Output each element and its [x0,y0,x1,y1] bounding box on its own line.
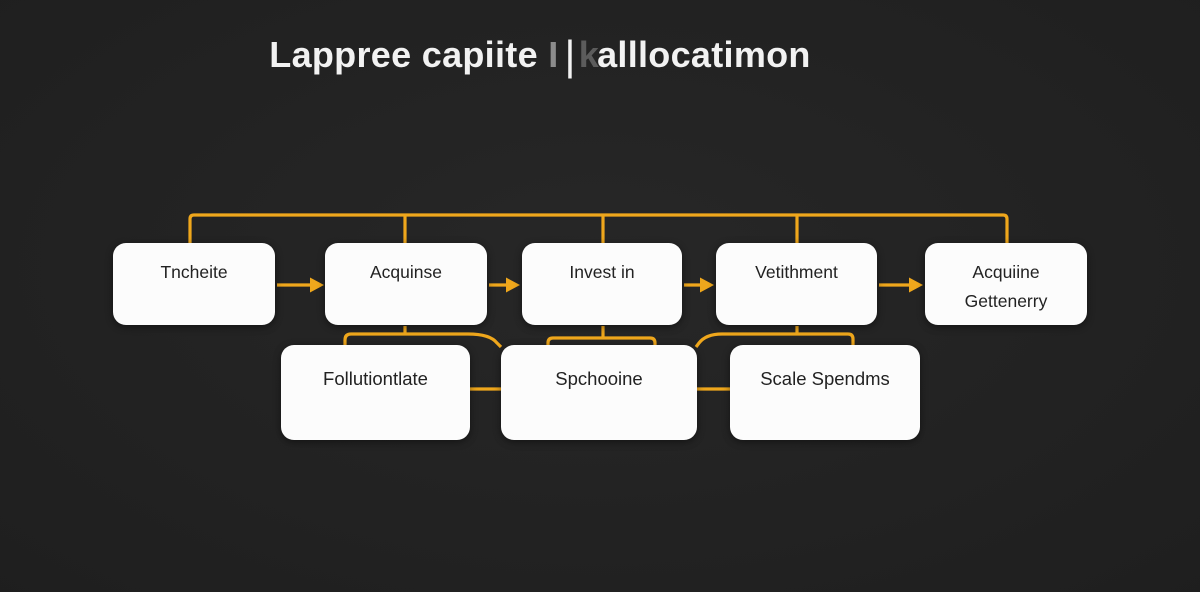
node-label: Spchooine [555,368,643,389]
page-title: Lappree capiite I|kalllocatimon [269,32,810,80]
arrowhead-2-3 [506,277,520,293]
arrowhead-3-4 [700,277,714,293]
node-label: Vetithment [755,262,838,282]
node-tncheite: Tncheite [113,243,275,325]
arrowhead-4-5 [909,277,923,293]
node-vetithment: Vetithment [716,243,877,325]
node-label: Acquinse [370,262,442,282]
top-bus-line [188,213,1009,244]
node-acquinse: Acquinse [325,243,487,325]
node-label: Invest in [569,262,635,282]
middle-bracket [546,336,657,347]
arrowhead-1-2 [310,277,324,293]
node-follutiontlate: Follutiontlate [281,345,470,440]
right-channel-line [694,332,855,348]
title-ghost-letter: I [548,34,559,75]
node-label-line1: Acquiine [972,262,1040,282]
title-word-3: alllocatimon [597,34,811,75]
node-spchooine: Spchooine [501,345,697,440]
node-label: Scale Spendms [760,368,890,389]
node-acquiine-gettenerry: Acquiine Gettenerry [925,243,1087,325]
node-label-line2: Gettenerry [964,291,1048,311]
node-label: Tncheite [160,262,228,282]
node-label: Follutiontlate [323,368,428,389]
node-invest-in: Invest in [522,243,682,325]
title-ghost-letter-2: k [578,34,600,75]
title-word-1: Lappree [269,34,412,75]
node-scale-spendms: Scale Spendms [730,345,920,440]
title-word-2: capiite [421,34,538,75]
left-channel-line [343,332,503,349]
title-separator-bar: | [564,32,576,79]
